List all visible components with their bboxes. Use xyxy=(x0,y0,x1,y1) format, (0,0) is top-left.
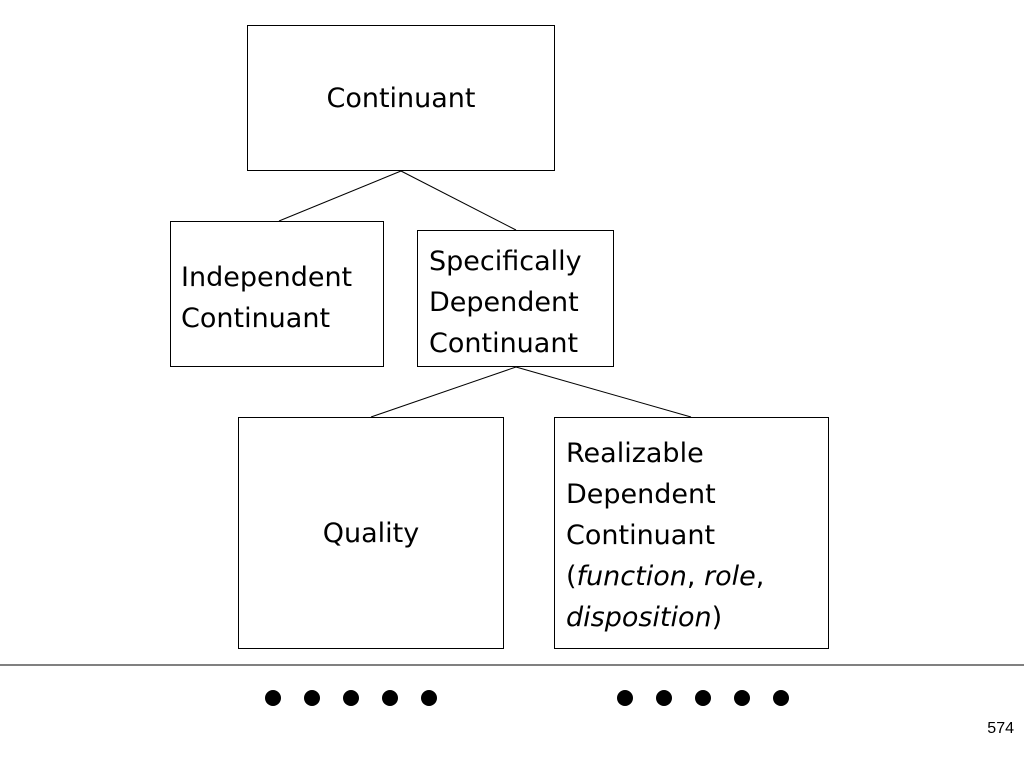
node-sdc-line3: Continuant xyxy=(429,328,579,359)
dot xyxy=(656,690,672,706)
node-quality: Quality xyxy=(238,417,504,649)
node-rdc-line2: Dependent xyxy=(566,479,716,510)
node-rdc-line3: Continuant xyxy=(566,520,716,551)
dot xyxy=(343,690,359,706)
node-sdc-line2: Dependent xyxy=(429,287,579,318)
dot xyxy=(734,690,750,706)
dot xyxy=(695,690,711,706)
node-quality-label: Quality xyxy=(322,517,420,549)
node-rdc-examples-line2: disposition) xyxy=(566,597,828,638)
page-number: 574 xyxy=(987,720,1014,737)
dot xyxy=(421,690,437,706)
ellipsis-dots-left xyxy=(265,690,437,706)
node-continuant-label: Continuant xyxy=(326,82,476,114)
dot xyxy=(773,690,789,706)
ellipsis-dots-right xyxy=(617,690,789,706)
dot xyxy=(382,690,398,706)
node-realizable-dependent-continuant: Realizable Dependent Continuant (functio… xyxy=(554,417,829,649)
dot xyxy=(304,690,320,706)
node-independent-line1: Independent xyxy=(181,262,353,293)
close-paren: ) xyxy=(711,602,723,633)
node-specifically-dependent-continuant: Specifically Dependent Continuant xyxy=(417,230,614,367)
node-rdc-line1: Realizable xyxy=(566,438,704,469)
node-sdc-line1: Specifically xyxy=(429,246,582,277)
node-rdc-examples-line1: (function, role, xyxy=(566,556,828,597)
example-function: function xyxy=(576,561,687,592)
connector-root-to-independent xyxy=(278,170,402,222)
example-role: role xyxy=(704,561,756,592)
connector-sdc-to-realizable xyxy=(515,366,692,418)
node-independent-continuant: Independent Continuant xyxy=(170,221,384,367)
example-disposition: disposition xyxy=(566,602,712,633)
comma: , xyxy=(755,561,765,592)
dot xyxy=(265,690,281,706)
comma: , xyxy=(686,561,696,592)
node-continuant: Continuant xyxy=(247,25,555,171)
open-paren: ( xyxy=(566,561,577,592)
connector-root-to-specifically-dependent xyxy=(400,170,517,231)
node-independent-line2: Continuant xyxy=(181,303,331,334)
connector-sdc-to-quality xyxy=(370,366,517,418)
dot xyxy=(617,690,633,706)
